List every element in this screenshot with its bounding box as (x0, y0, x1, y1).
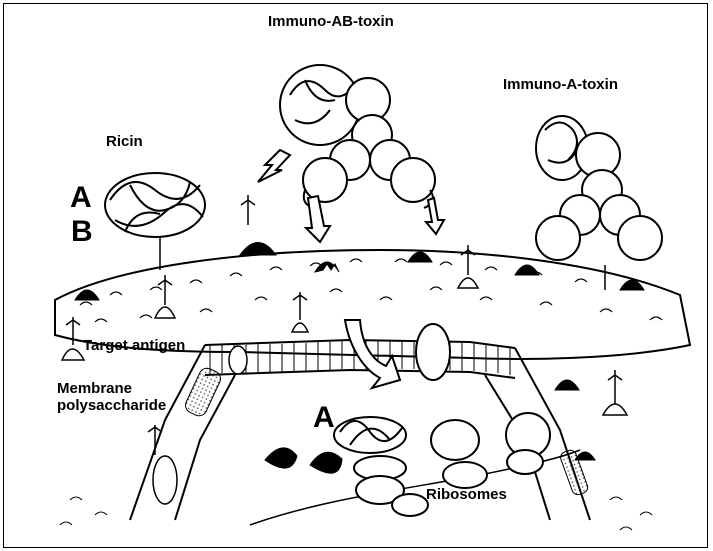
membrane-label-line1: Membrane (57, 380, 132, 397)
chain-a-label: A (70, 181, 92, 214)
ricin-label: Ricin (106, 134, 143, 151)
left-membrane-wall (130, 345, 235, 520)
membrane-label-line2: polysaccharide (57, 397, 166, 414)
immuno-a-toxin-molecule (536, 116, 662, 260)
membrane-channel (416, 324, 450, 380)
chain-b-label: B (71, 215, 93, 248)
membrane-polysaccharide-label: Membrane polysaccharide (57, 381, 197, 414)
ricin-molecule (105, 173, 205, 237)
a-chain-inside (334, 417, 406, 453)
small-channel (229, 346, 247, 374)
left-wall-channel (153, 456, 177, 504)
immuno-ab-toxin-label: Immuno-AB-toxin (268, 14, 394, 31)
immuno-a-toxin-label: Immuno-A-toxin (503, 77, 618, 94)
ribosome-strand (250, 413, 580, 525)
target-antigen-label: Target antigen (83, 338, 185, 355)
immuno-ab-toxin-molecule (280, 65, 435, 208)
chain-a-inside-label: A (313, 401, 335, 434)
ribosomes-label: Ribosomes (426, 487, 507, 504)
lower-surface-texture (60, 497, 652, 530)
